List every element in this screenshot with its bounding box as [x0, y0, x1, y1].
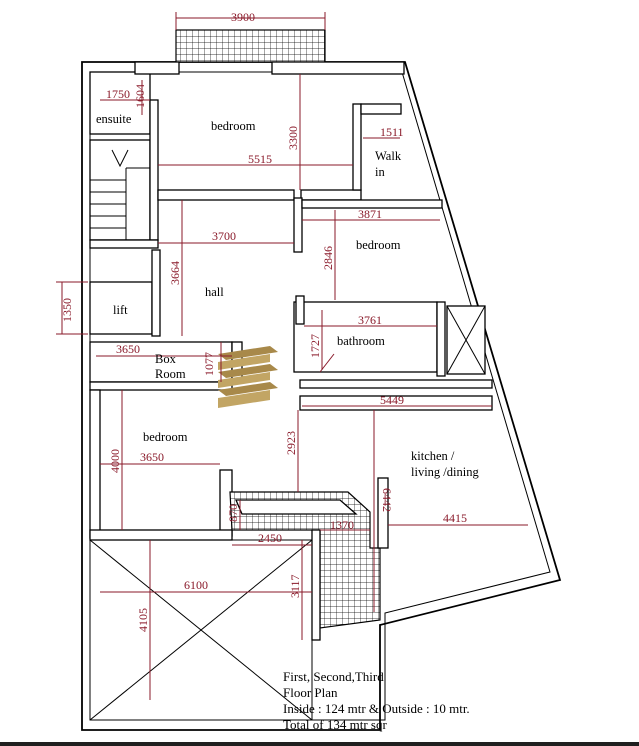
dim-2923: 2923 [284, 431, 298, 455]
dim-1511: 1511 [380, 125, 404, 139]
terrace-tiles [229, 491, 381, 629]
note-line-2: Floor Plan [283, 685, 338, 700]
dim-5449: 5449 [380, 393, 404, 407]
note-line-3: Inside : 124 mtr & Outside : 10 mtr. [283, 701, 470, 716]
dim-6100: 6100 [184, 578, 208, 592]
bathroom-room [293, 301, 438, 373]
note-line-4: Total of 134 mtr sqr [283, 717, 387, 732]
label-bedroom-top: bedroom [211, 119, 256, 133]
dim-3650-bed: 3650 [140, 450, 164, 464]
box-room [89, 341, 233, 383]
staircase [89, 139, 151, 241]
bedroom-left-room [89, 389, 101, 539]
terrace-area [89, 539, 313, 721]
dim-5515: 5515 [248, 152, 272, 166]
dim-1750: 1750 [106, 87, 130, 101]
dim-4000: 4000 [108, 449, 122, 473]
dim-1370: 1370 [330, 518, 354, 532]
dim-2846: 2846 [321, 246, 335, 270]
dim-1727: 1727 [308, 334, 322, 358]
dim-4415: 4415 [443, 511, 467, 525]
label-kitchen-1: kitchen / [411, 449, 455, 463]
bottom-border [0, 742, 639, 746]
ensuite-room [89, 71, 151, 135]
dim-3700: 3700 [212, 229, 236, 243]
top-balcony [175, 29, 326, 63]
dim-2450: 2450 [258, 531, 282, 545]
dim-3117: 3117 [288, 574, 302, 598]
label-box-1: Box [155, 352, 177, 366]
label-kitchen-2: living /dining [411, 465, 479, 479]
building-outline [81, 61, 562, 731]
dim-3761: 3761 [358, 313, 382, 327]
dim-6442: 6442 [380, 488, 394, 512]
label-bedroom-left: bedroom [143, 430, 188, 444]
dim-3900: 3900 [231, 10, 255, 24]
label-walk-in-1: Walk [375, 149, 402, 163]
dim-1350: 1350 [60, 298, 74, 322]
dim-870: 870 [226, 504, 240, 522]
dim-3664: 3664 [168, 261, 182, 285]
label-walk-in-2: in [375, 165, 385, 179]
dim-3871: 3871 [358, 207, 382, 221]
label-lift: lift [113, 303, 128, 317]
label-hall: hall [205, 285, 224, 299]
label-bathroom: bathroom [337, 334, 385, 348]
note-line-1: First, Second,Third [283, 669, 384, 684]
label-box-2: Room [155, 367, 186, 381]
dim-4105: 4105 [136, 608, 150, 632]
watermark-logo [218, 346, 278, 408]
dim-3650-box: 3650 [116, 342, 140, 356]
lift-room [89, 281, 153, 335]
label-ensuite: ensuite [96, 112, 132, 126]
stairs-icon [90, 149, 150, 240]
dimension-lines [56, 74, 528, 700]
dim-1604: 1604 [133, 84, 147, 108]
dim-1077: 1077 [202, 352, 216, 376]
label-bedroom-right: bedroom [356, 238, 401, 252]
dim-3300: 3300 [286, 126, 300, 150]
